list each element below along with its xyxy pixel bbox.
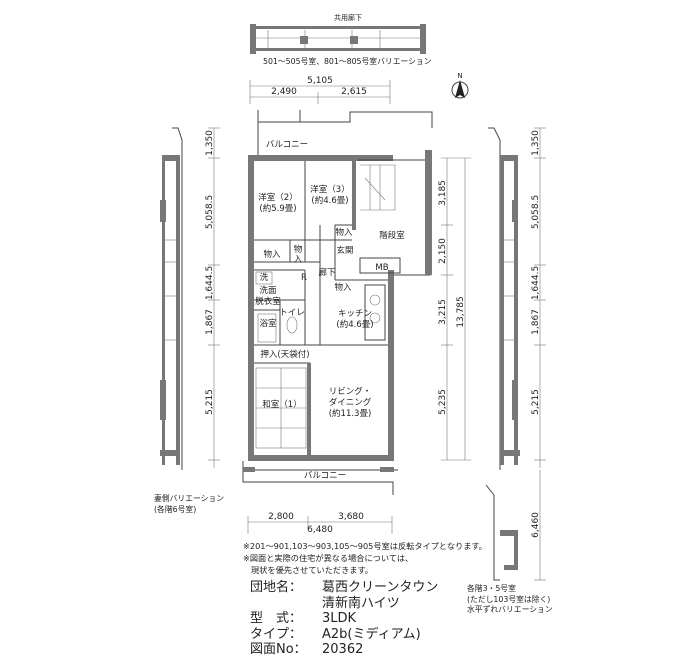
svg-text:2,150: 2,150	[438, 238, 448, 264]
svg-text:13,785: 13,785	[456, 296, 466, 328]
room-entrance: 玄関	[336, 245, 353, 256]
svg-text:(約4.6畳): (約4.6畳)	[336, 319, 373, 330]
left-variation-note: 妻側バリエーション (各階6号室)	[154, 494, 225, 514]
svg-text:(約4.6畳): (約4.6畳)	[311, 195, 348, 206]
bottom-dimensions: 2,800 3,680 6,480	[247, 512, 393, 535]
room-toilet: トイレ	[279, 308, 305, 318]
type-label: タイプ：	[250, 626, 303, 642]
estate-name-value: 葛西クリーンタウン	[322, 580, 439, 595]
notes: ※201～901,103～903,105～905号室は反転タイプとなります。 ※…	[243, 541, 487, 575]
svg-text:1,644.5: 1,644.5	[205, 266, 215, 300]
svg-text:5,235: 5,235	[438, 389, 448, 415]
svg-text:1,867: 1,867	[531, 309, 541, 335]
top-variation-plan: 共用廊下	[250, 13, 426, 54]
room-closet: 押入(天袋付)	[260, 349, 309, 360]
svg-text:(約5.9畳): (約5.9畳)	[259, 203, 296, 214]
right-variation-strip	[485, 127, 520, 581]
room-living: リビング・	[329, 386, 372, 397]
estate-name-label: 団地名：	[250, 580, 303, 595]
room-bath: 浴室	[259, 318, 277, 329]
right-dimensions: 1,350 5,058.5 1,644.5 1,867 5,215 6,460	[531, 127, 546, 581]
svg-text:5,215: 5,215	[531, 389, 541, 415]
svg-text:5,105: 5,105	[307, 76, 333, 86]
room-labels: バルコニー 洋室（2） (約5.9畳) 洋室（3） (約4.6畳) 階段室 物入…	[255, 140, 405, 481]
model-label: 型 式：	[250, 611, 303, 626]
svg-text:6,460: 6,460	[531, 512, 541, 538]
room-storage-2: 物	[294, 244, 303, 255]
svg-text:5,058.5: 5,058.5	[531, 195, 541, 229]
room-balcony-bottom: バルコニー	[304, 471, 346, 481]
room-japanese: 和室（1）	[262, 399, 301, 410]
svg-text:N: N	[457, 72, 462, 80]
svg-text:ダイニング: ダイニング	[329, 397, 372, 408]
room-storage-4: 物入	[334, 282, 352, 293]
svg-text:5,058.5: 5,058.5	[205, 195, 215, 229]
top-variation-caption: 501～505号室、801～805号室バリエーション	[263, 57, 432, 66]
room-storage-1: 物入	[263, 249, 281, 260]
model-value: 3LDK	[322, 611, 357, 626]
top-dimensions: 5,105 2,490 2,615	[249, 76, 391, 104]
room-storage-3: 物入	[335, 227, 353, 238]
svg-text:R: R	[301, 273, 307, 283]
svg-text:(約11.3畳): (約11.3畳)	[329, 408, 372, 419]
svg-text:5,215: 5,215	[205, 389, 215, 415]
left-variation-strip	[160, 127, 183, 470]
svg-text:1,867: 1,867	[205, 309, 215, 335]
svg-text:1,350: 1,350	[531, 130, 541, 156]
room-stairs: 階段室	[379, 230, 405, 241]
svg-text:2,800: 2,800	[268, 512, 294, 522]
svg-text:入: 入	[294, 255, 303, 265]
svg-text:2,490: 2,490	[271, 87, 297, 97]
svg-text:3,185: 3,185	[438, 180, 448, 206]
svg-text:2,615: 2,615	[341, 87, 367, 97]
room-balcony-top: バルコニー	[266, 140, 308, 150]
svg-text:6,480: 6,480	[307, 525, 333, 535]
svg-text:3,680: 3,680	[338, 512, 364, 522]
spec-block: 団地名： 葛西クリーンタウン 清新南ハイツ 型 式： 3LDK タイプ： A2b(ミデ…	[250, 580, 438, 658]
room-hallway: 廊下	[318, 267, 336, 278]
room-kitchen: キッチン	[338, 309, 372, 319]
mid-dimensions: 3,185 2,150 3,215 13,785 5,235	[438, 157, 471, 461]
svg-text:1,350: 1,350	[205, 130, 215, 156]
right-variation-note: 各階3・5号室 (ただし103号室は除く) 水平ずれバリエーション	[467, 584, 553, 614]
room-western-3: 洋室（3）	[310, 184, 349, 195]
room-wash: 洗	[260, 272, 269, 283]
room-western-2: 洋室（2）	[258, 192, 297, 203]
left-dimensions: 1,350 5,058.5 1,644.5 1,867 5,215	[205, 127, 220, 468]
corridor-label: 共用廊下	[334, 13, 362, 22]
svg-text:3,215: 3,215	[438, 299, 448, 325]
svg-text:1,644.5: 1,644.5	[531, 266, 541, 300]
room-mb: MB	[375, 263, 388, 273]
room-washroom: 洗面	[259, 285, 277, 296]
type-value: A2b(ミディアム)	[322, 626, 421, 642]
main-plan	[242, 110, 433, 495]
estate-name-value-2: 清新南ハイツ	[322, 595, 400, 611]
svg-text:脱衣室: 脱衣室	[255, 296, 281, 307]
north-arrow-icon: N	[451, 72, 469, 99]
